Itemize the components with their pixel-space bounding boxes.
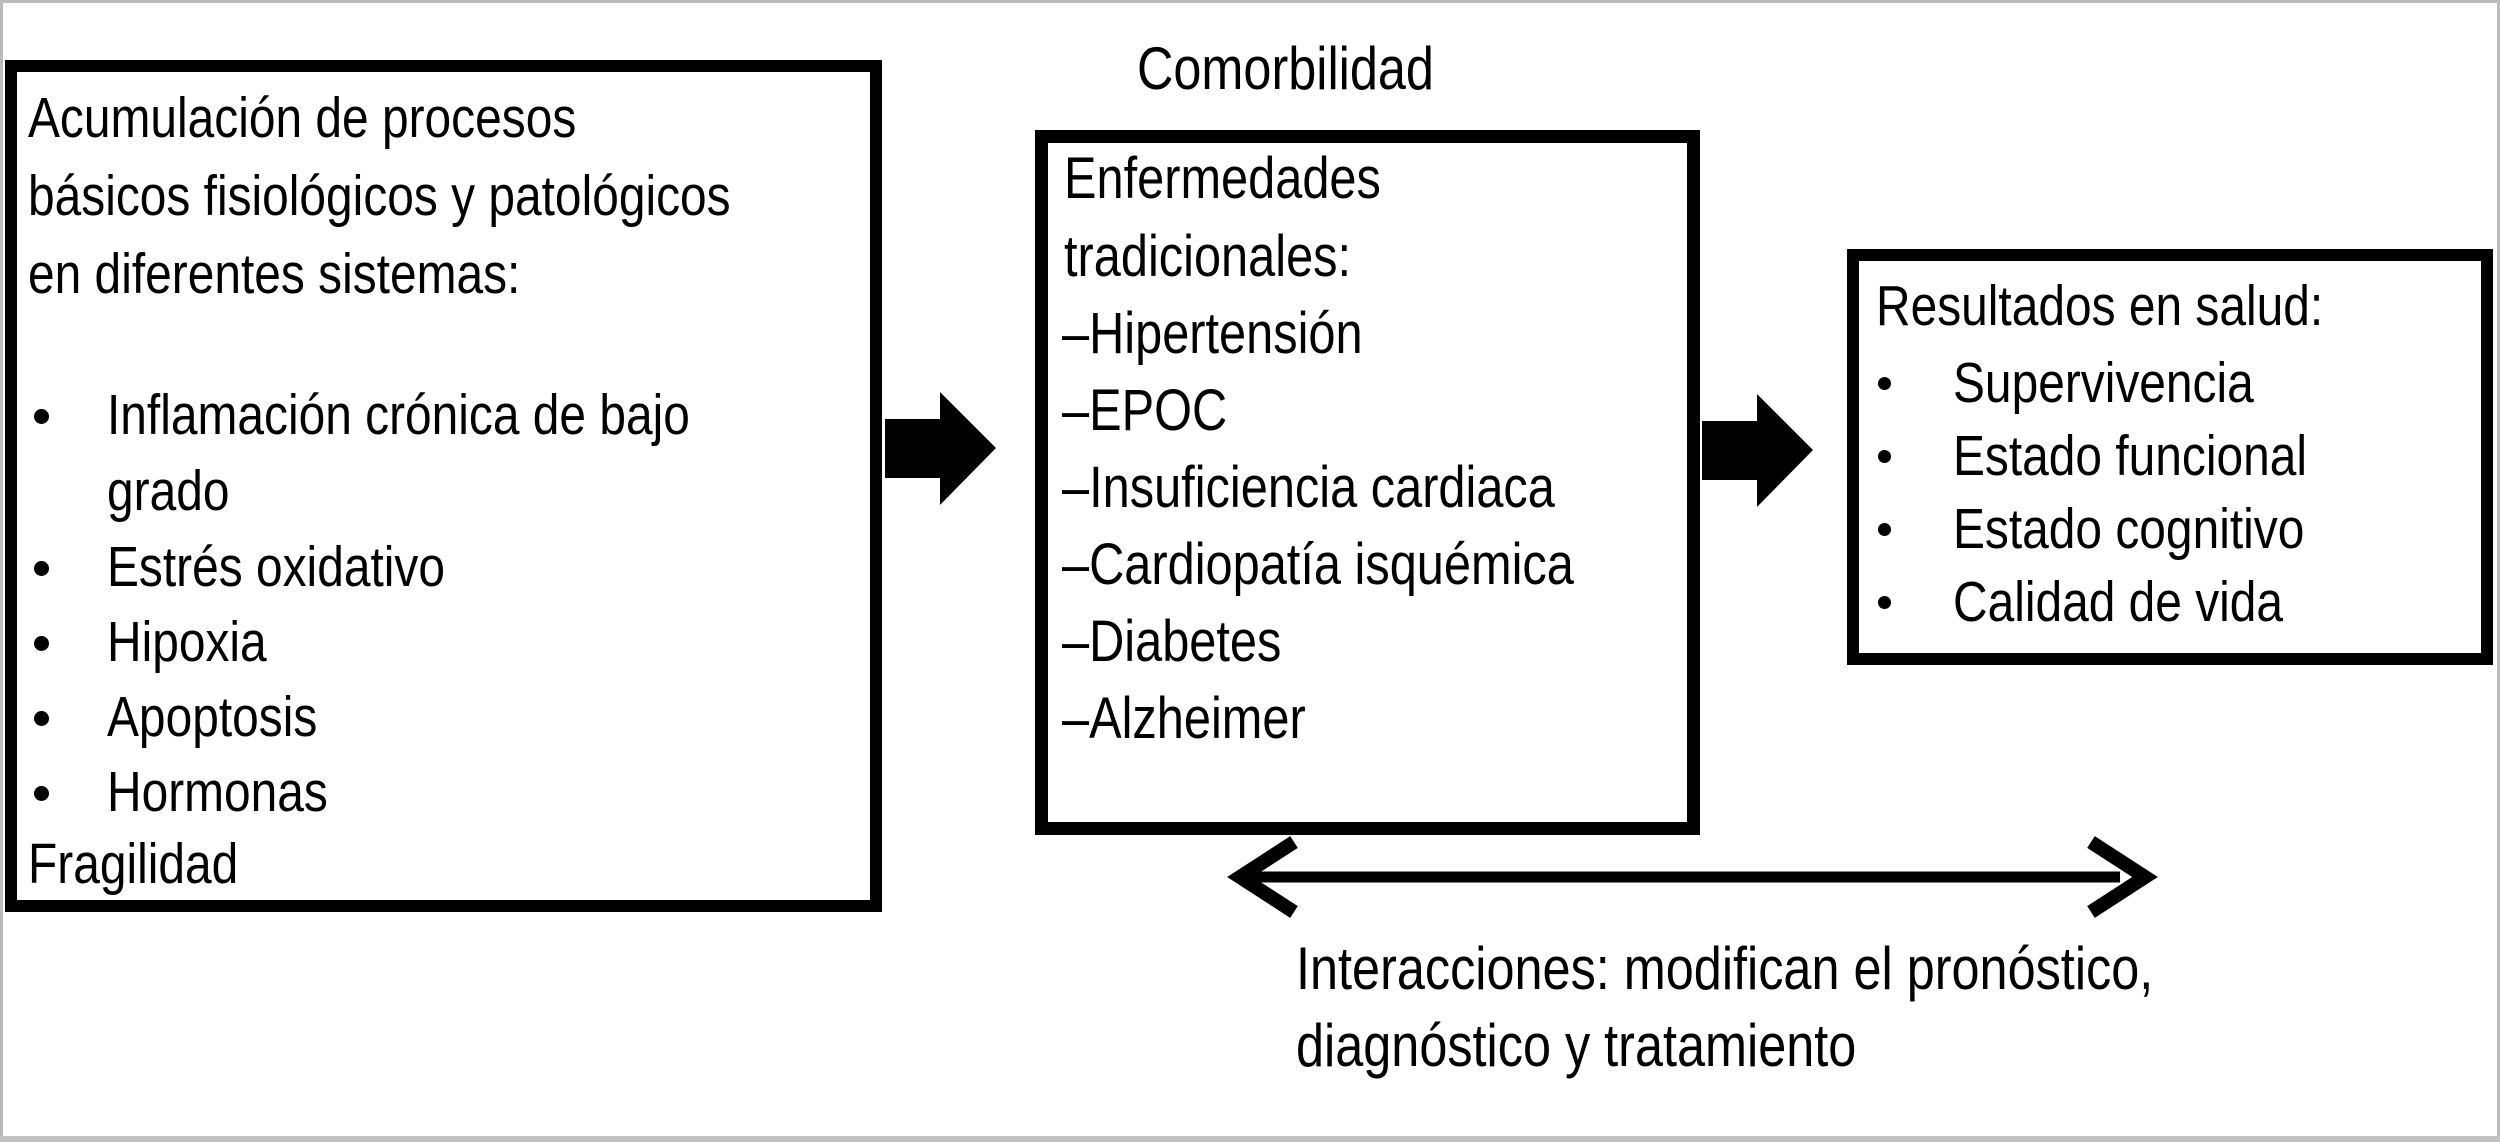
results-heading: Resultados en salud: (1876, 274, 2324, 338)
page-edge-left (0, 0, 3, 1142)
results-box (1847, 249, 2493, 665)
right-arrow-1-icon (885, 392, 996, 505)
results-item: Estado funcional (1953, 424, 2308, 488)
left-box-item: Apoptosis (107, 685, 318, 749)
bullet-icon (1878, 450, 1891, 463)
double-headed-arrow-icon (1227, 836, 2158, 918)
results-item: Supervivencia (1953, 351, 2254, 415)
page-edge-right (2497, 0, 2500, 1142)
bullet-icon (34, 786, 49, 801)
left-box-item: Estrés oxidativo (107, 535, 445, 599)
left-box-item-continuation: grado (107, 459, 230, 523)
left-box-item: Hipoxia (107, 610, 267, 674)
bullet-icon (1878, 596, 1891, 609)
comorbidity-heading-line: tradicionales: (1064, 224, 1352, 289)
right-arrow-2-icon (1702, 394, 1813, 507)
comorbidity-item: –Insuficiencia cardiaca (1062, 455, 1555, 520)
left-box (5, 60, 882, 912)
comorbidity-item: –EPOC (1062, 378, 1228, 443)
interactions-caption-line: diagnóstico y tratamiento (1296, 1012, 1857, 1079)
interactions-caption-line: Interacciones: modifican el pronóstico, (1296, 935, 2154, 1002)
comorbidity-title: Comorbilidad (1137, 35, 1434, 102)
bullet-icon (34, 409, 49, 424)
comorbidity-item: –Alzheimer (1062, 686, 1306, 751)
bullet-icon (34, 711, 49, 726)
comorbidity-heading-line: Enfermedades (1064, 146, 1381, 211)
comorbidity-item: –Diabetes (1062, 609, 1282, 674)
left-box-heading-line: básicos fisiológicos y patológicos (28, 164, 731, 228)
comorbidity-item: –Cardiopatía isquémica (1062, 532, 1574, 597)
left-box-item: Inflamación crónica de bajo (107, 383, 690, 447)
left-box-item: Hormonas (107, 760, 328, 824)
results-item: Estado cognitivo (1953, 497, 2305, 561)
comorbidity-item: –Hipertensión (1062, 301, 1363, 366)
bullet-icon (34, 636, 49, 651)
left-box-heading-line: Acumulación de procesos (28, 86, 577, 150)
page-edge-bottom (0, 1136, 2500, 1142)
page-edge-top (0, 0, 2500, 3)
bullet-icon (1878, 377, 1891, 390)
bullet-icon (1878, 523, 1891, 536)
frailty-label: Fragilidad (28, 832, 239, 896)
left-box-heading-line: en diferentes sistemas: (28, 242, 521, 306)
results-item: Calidad de vida (1953, 570, 2284, 634)
comorbidity-box (1035, 130, 1700, 835)
bullet-icon (34, 561, 49, 576)
